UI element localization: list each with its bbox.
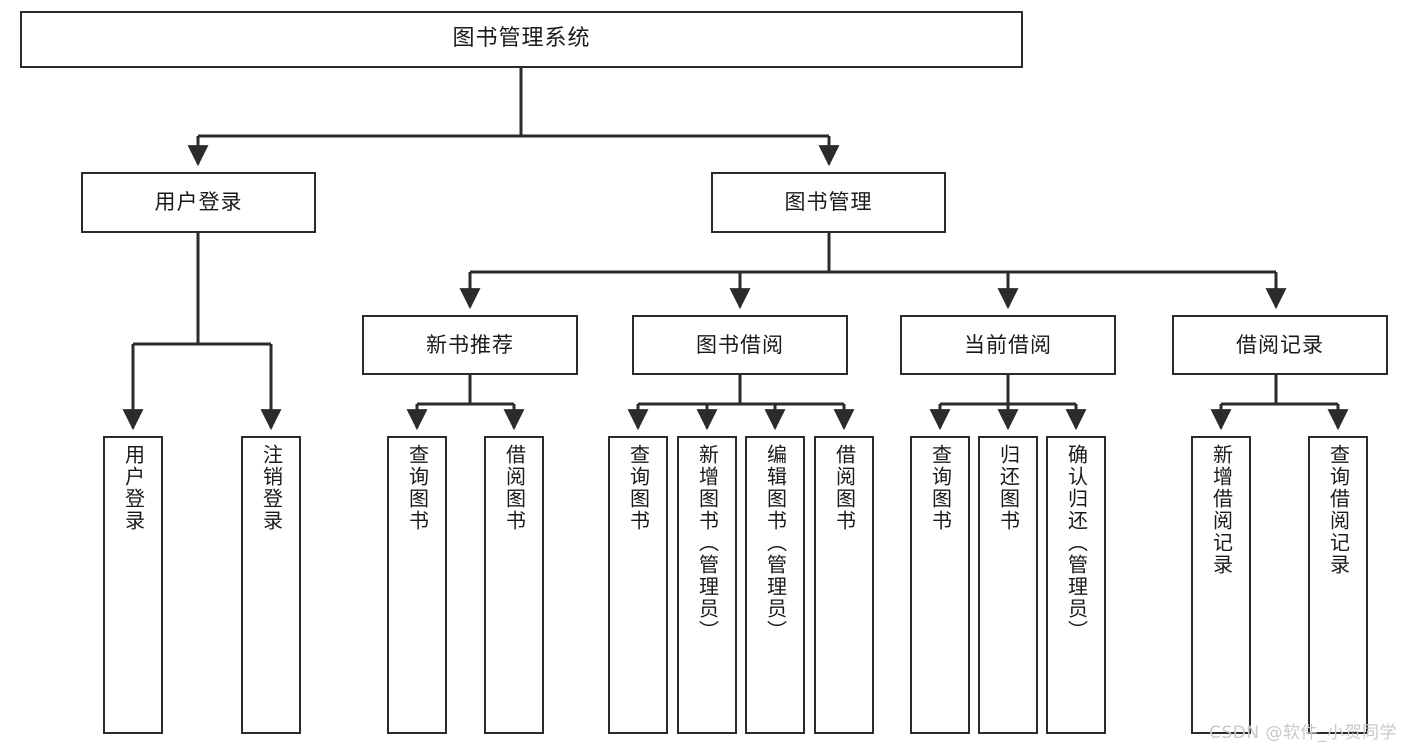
node-label: 新书推荐 [426,332,514,357]
leaf-book-borrow-add-book-admin[interactable]: 新增图书（管理员） [677,436,737,734]
node-label: 当前借阅 [964,332,1052,357]
leaf-borrow-record-query-record[interactable]: 查询借阅记录 [1308,436,1368,734]
leaf-new-book-borrow-book[interactable]: 借阅图书 [484,436,544,734]
leaf-borrow-record-add-record[interactable]: 新增借阅记录 [1191,436,1251,734]
leaf-book-borrow-borrow-book[interactable]: 借阅图书 [814,436,874,734]
node-label: 查询图书 [626,444,651,532]
node-label: 确认归还（管理员） [1064,444,1089,642]
node-label: 查询图书 [405,444,430,532]
node-book-borrow[interactable]: 图书借阅 [632,315,848,375]
leaf-new-book-query-book[interactable]: 查询图书 [387,436,447,734]
node-label: 用户登录 [154,190,243,215]
node-label: 注销登录 [259,444,284,532]
node-new-book-recommend[interactable]: 新书推荐 [362,315,578,375]
node-label: 查询图书 [928,444,953,532]
node-label: 图书管理系统 [452,26,591,52]
node-label: 查询借阅记录 [1326,444,1351,576]
node-label: 新增借阅记录 [1209,444,1234,576]
node-label: 图书借阅 [696,332,784,357]
node-label: 归还图书 [996,444,1021,532]
node-root-book-management-system[interactable]: 图书管理系统 [20,11,1023,68]
leaf-current-borrow-confirm-return-admin[interactable]: 确认归还（管理员） [1046,436,1106,734]
leaf-book-borrow-edit-book-admin[interactable]: 编辑图书（管理员） [745,436,805,734]
node-label: 用户登录 [121,444,146,532]
node-user-login[interactable]: 用户登录 [81,172,316,233]
node-borrow-record[interactable]: 借阅记录 [1172,315,1388,375]
node-label: 图书管理 [784,190,873,215]
node-label: 编辑图书（管理员） [763,444,788,642]
leaf-current-borrow-query-book[interactable]: 查询图书 [910,436,970,734]
leaf-current-borrow-return-book[interactable]: 归还图书 [978,436,1038,734]
node-book-management[interactable]: 图书管理 [711,172,946,233]
node-label: 借阅图书 [832,444,857,532]
node-label: 借阅图书 [502,444,527,532]
leaf-user-login-login[interactable]: 用户登录 [103,436,163,734]
leaf-user-login-logout[interactable]: 注销登录 [241,436,301,734]
node-label: 新增图书（管理员） [695,444,720,642]
csdn-watermark: CSDN @软件_小贺同学 [1209,723,1397,743]
node-label: 借阅记录 [1236,332,1324,357]
leaf-book-borrow-query-book[interactable]: 查询图书 [608,436,668,734]
node-current-borrow[interactable]: 当前借阅 [900,315,1116,375]
